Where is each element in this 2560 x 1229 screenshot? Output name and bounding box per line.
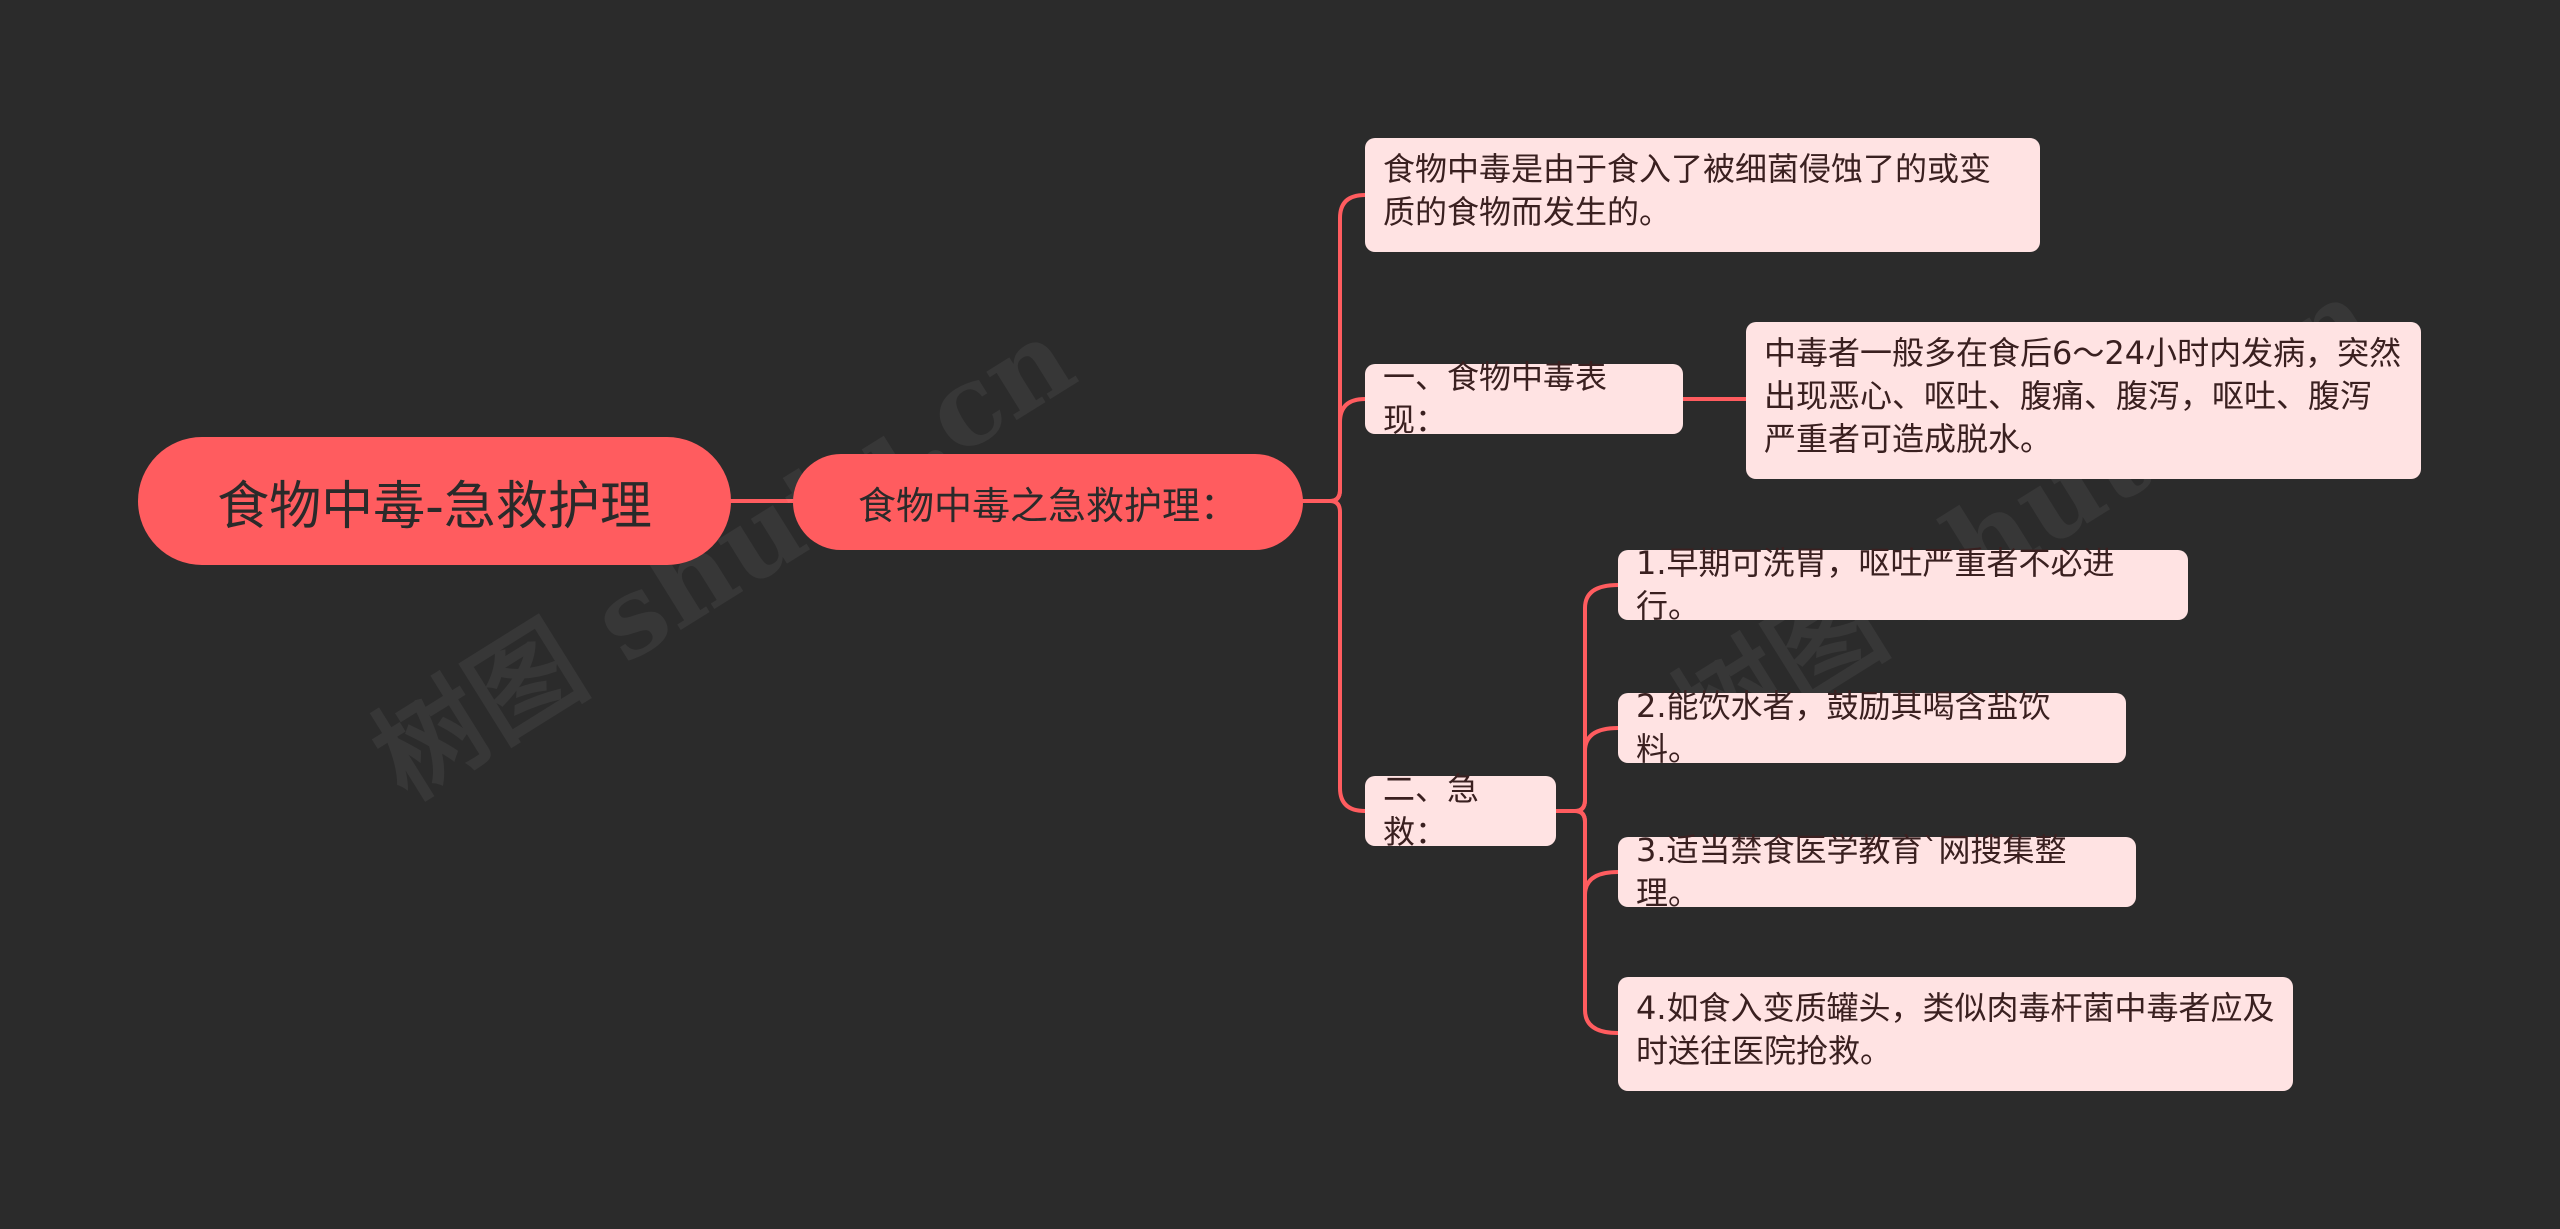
symptoms-node[interactable]: 一、食物中毒表现： <box>1365 358 1683 439</box>
definition-node[interactable]: 食物中毒是由于食入了被细菌侵蚀了的或变质的食物而发生的。 <box>1365 138 2040 252</box>
symptoms-detail-node[interactable]: 中毒者一般多在食后6～24小时内发病，突然出现恶心、呕吐、腹痛、腹泻，呕吐、腹泻… <box>1746 322 2421 479</box>
firstaid-item-4[interactable]: 4.如食入变质罐头，类似肉毒杆菌中毒者应及时送往医院抢救。 <box>1618 977 2293 1091</box>
link-main-definition <box>1301 193 1367 503</box>
link-main-symptoms <box>1301 397 1367 503</box>
firstaid-item-3[interactable]: 3.适当禁食医学教育`网搜集整理。 <box>1618 831 2136 912</box>
link-firstaid-item4 <box>1554 809 1620 1035</box>
firstaid-item-1[interactable]: 1.早期可洗胃，呕吐严重者不必进行。 <box>1618 544 2188 625</box>
main-topic[interactable]: 食物中毒之急救护理： <box>793 454 1303 550</box>
link-main-firstaid <box>1301 499 1367 813</box>
firstaid-item-2[interactable]: 2.能饮水者，鼓励其喝含盐饮料。 <box>1618 687 2126 768</box>
firstaid-node[interactable]: 二、急救： <box>1365 770 1556 851</box>
link-firstaid-item2 <box>1554 726 1620 813</box>
root-topic[interactable]: 食物中毒-急救护理 <box>138 437 731 565</box>
